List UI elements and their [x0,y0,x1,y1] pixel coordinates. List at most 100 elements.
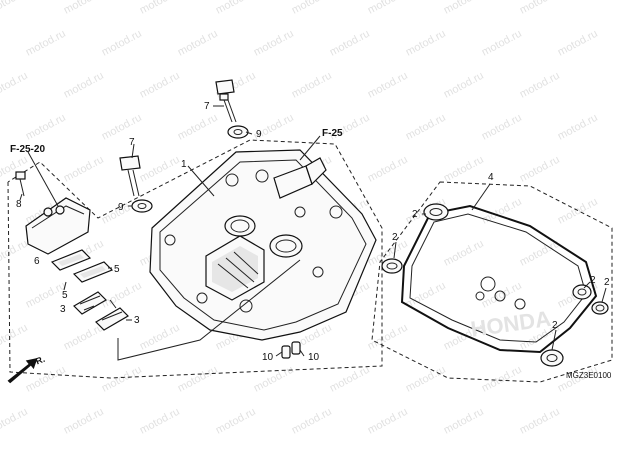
washer-b [131,199,153,213]
watermark-text: motod.ru [24,28,68,59]
left-group-outline [7,139,383,379]
watermark-text: motod.ru [176,112,220,143]
callout-plug-seal-a: 2 [412,209,418,220]
watermark-text: motod.ru [480,28,524,59]
watermark-text: motod.ru [518,0,562,17]
watermark-text: motod.ru [404,112,448,143]
watermark-text: motod.ru [0,0,30,17]
watermark-text: motod.ru [366,70,410,101]
ref-breather: F-25-20 [10,144,45,155]
watermark-text: motod.ru [480,280,524,311]
callout-washer-a: 9 [256,129,262,140]
plug-seal-c [572,284,592,300]
watermark-text: motod.ru [100,364,144,395]
watermark-text: motod.ru [518,406,562,437]
plug-seal-a [423,203,449,221]
watermark-text: motod.ru [24,112,68,143]
watermark-text: motod.ru [290,70,334,101]
reed-b [95,307,129,331]
watermark-text: motod.ru [480,364,524,395]
watermark-text: motod.ru [366,406,410,437]
watermark-text: motod.ru [0,322,30,353]
watermark-text: motod.ru [404,28,448,59]
callout-plug-seal-b: 2 [392,232,398,243]
callout-dowel-b: 10 [308,352,320,363]
watermark-text: motod.ru [24,364,68,395]
front-direction-label: FR. [29,354,46,369]
diagram-code: MGZ3E0100 [566,371,612,380]
callout-bolt-b: 7 [129,137,135,148]
bolt-small [15,171,26,197]
watermark-text: motod.ru [442,406,486,437]
watermark-text: motod.ru [290,0,334,17]
callout-reed-b: 3 [134,315,140,326]
watermark-text: motod.ru [0,238,30,269]
watermark-text: motod.ru [442,238,486,269]
callout-bolt-small: 8 [16,199,22,210]
watermark-text: motod.ru [442,70,486,101]
dowel-b [291,341,301,355]
watermark-text: motod.ru [442,0,486,17]
watermark-text: motod.ru [100,112,144,143]
bolt-a [215,79,237,123]
watermark-text: motod.ru [138,0,182,17]
watermark-text: motod.ru [62,154,106,185]
leader-lines [19,105,607,361]
watermark-text: motod.ru [556,112,600,143]
watermark-text: motod.ru [404,364,448,395]
reed-a [73,291,107,315]
watermark-text: motod.ru [0,154,30,185]
callout-washer-b: 9 [118,202,124,213]
reed-gasket-a [50,249,92,271]
watermark-text: motod.ru [556,28,600,59]
watermark-text: motod.ru [0,70,30,101]
cylinder-head-cover [149,149,377,341]
head-cover-gasket [400,204,598,354]
watermark-text: motod.ru [442,154,486,185]
watermark-text: motod.ru [328,28,372,59]
callout-reed-a: 3 [60,304,66,315]
watermark-text: motod.ru [100,28,144,59]
watermark-text: motod.ru [138,406,182,437]
watermark-text: motod.ru [176,364,220,395]
watermark-text: motod.ru [290,406,334,437]
watermark-text: motod.ru [138,322,182,353]
plug-seal-d [591,301,609,315]
watermark-text: motod.ru [138,154,182,185]
dowel-a [281,345,291,359]
callout-dowel-a: 10 [262,352,274,363]
watermark-text: motod.ru [480,112,524,143]
watermark-text: motod.ru [0,406,30,437]
plug-seal-e [540,349,564,367]
watermark-text: motod.ru [62,0,106,17]
callout-reed-cover: 6 [34,256,40,267]
watermark-text: motod.ru [62,70,106,101]
bolt-b [119,155,141,197]
callout-plug-seal-c: 2 [590,275,596,286]
callout-reed-gasket-a: 5 [114,264,120,275]
watermark-text: motod.ru [138,70,182,101]
right-group-outline [371,181,613,383]
plug-seal-b [381,258,403,274]
callout-gasket: 4 [488,172,494,183]
watermark-text: motod.ru [518,154,562,185]
callout-reed-gasket-b: 5 [62,290,68,301]
watermark-text: motod.ru [366,0,410,17]
callout-cover: 1 [181,159,187,170]
ref-cover: F-25 [322,128,343,139]
watermark-text: motod.ru [62,406,106,437]
callout-plug-seal-d: 2 [604,277,610,288]
reed-cover [25,197,91,255]
callout-bolt-a: 7 [204,101,210,112]
watermark-text: motod.ru [518,70,562,101]
watermark-text: motod.ru [252,28,296,59]
reed-gasket-b [72,261,114,283]
washer-a [227,125,249,139]
callout-plug-seal-e: 2 [552,320,558,331]
watermark-text: motod.ru [62,322,106,353]
watermark-text: motod.ru [366,154,410,185]
watermark-text: motod.ru [214,406,258,437]
watermark-text: motod.ru [214,0,258,17]
